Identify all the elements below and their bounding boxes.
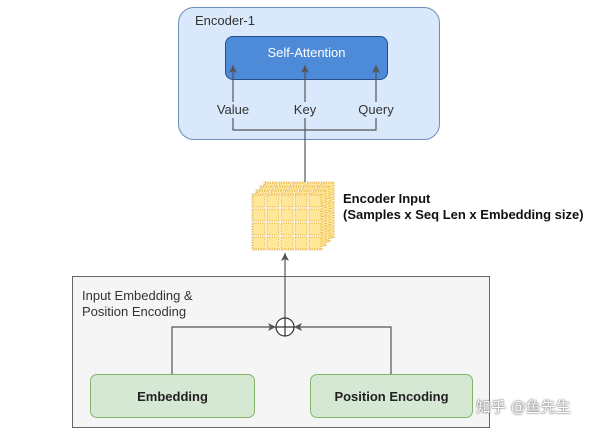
self-attention-label: Self-Attention: [267, 45, 346, 60]
encoder-input-title: Encoder Input: [343, 191, 431, 206]
tensor-layer: [255, 189, 327, 247]
input-block-title-line-1: Input Embedding &: [82, 288, 193, 303]
tensor-layer: [259, 185, 331, 243]
watermark: 知乎 @鱼先生: [476, 398, 571, 416]
encoder-title: Encoder-1: [195, 13, 255, 28]
key-label: Key: [291, 102, 319, 118]
position-encoding-label: Position Encoding: [334, 388, 449, 404]
encoder-input-shape: (Samples x Seq Len x Embedding size): [343, 207, 584, 222]
position-encoding-box: Position Encoding: [310, 374, 473, 418]
tensor-layer: [263, 181, 335, 239]
tensor-layer: [251, 193, 323, 251]
input-block-title-line-2: Position Encoding: [82, 304, 187, 319]
value-label: Value: [214, 102, 252, 118]
embedding-label: Embedding: [137, 388, 208, 404]
query-label: Query: [356, 102, 396, 118]
encoder-input-tensor: [251, 181, 335, 251]
self-attention-box: Self-Attention: [225, 36, 388, 80]
embedding-box: Embedding: [90, 374, 255, 418]
